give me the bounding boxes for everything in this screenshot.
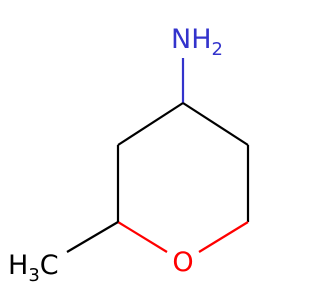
bond-c4-c5 — [182, 102, 249, 146]
methyl-label-subscript: 3 — [28, 265, 39, 286]
amine-label: NH2 — [171, 24, 223, 60]
methyl-label: H3C — [8, 250, 59, 286]
methyl-label-main: H — [8, 250, 28, 281]
bond-c3-c4 — [117, 102, 184, 146]
methyl-label-tail: C — [40, 250, 59, 281]
bond-o-c2 — [117, 221, 168, 253]
amine-label-main: NH — [171, 24, 212, 55]
molecule-structure: NH2 O H3C — [8, 24, 250, 286]
oxygen-label-main: O — [172, 247, 193, 278]
bond-c6-o — [198, 221, 249, 253]
molecule-canvas: NH2 O H3C — [8, 24, 250, 286]
amine-label-subscript: 2 — [212, 39, 223, 60]
oxygen-label: O — [172, 247, 193, 278]
bond-c2-methyl — [66, 221, 119, 253]
